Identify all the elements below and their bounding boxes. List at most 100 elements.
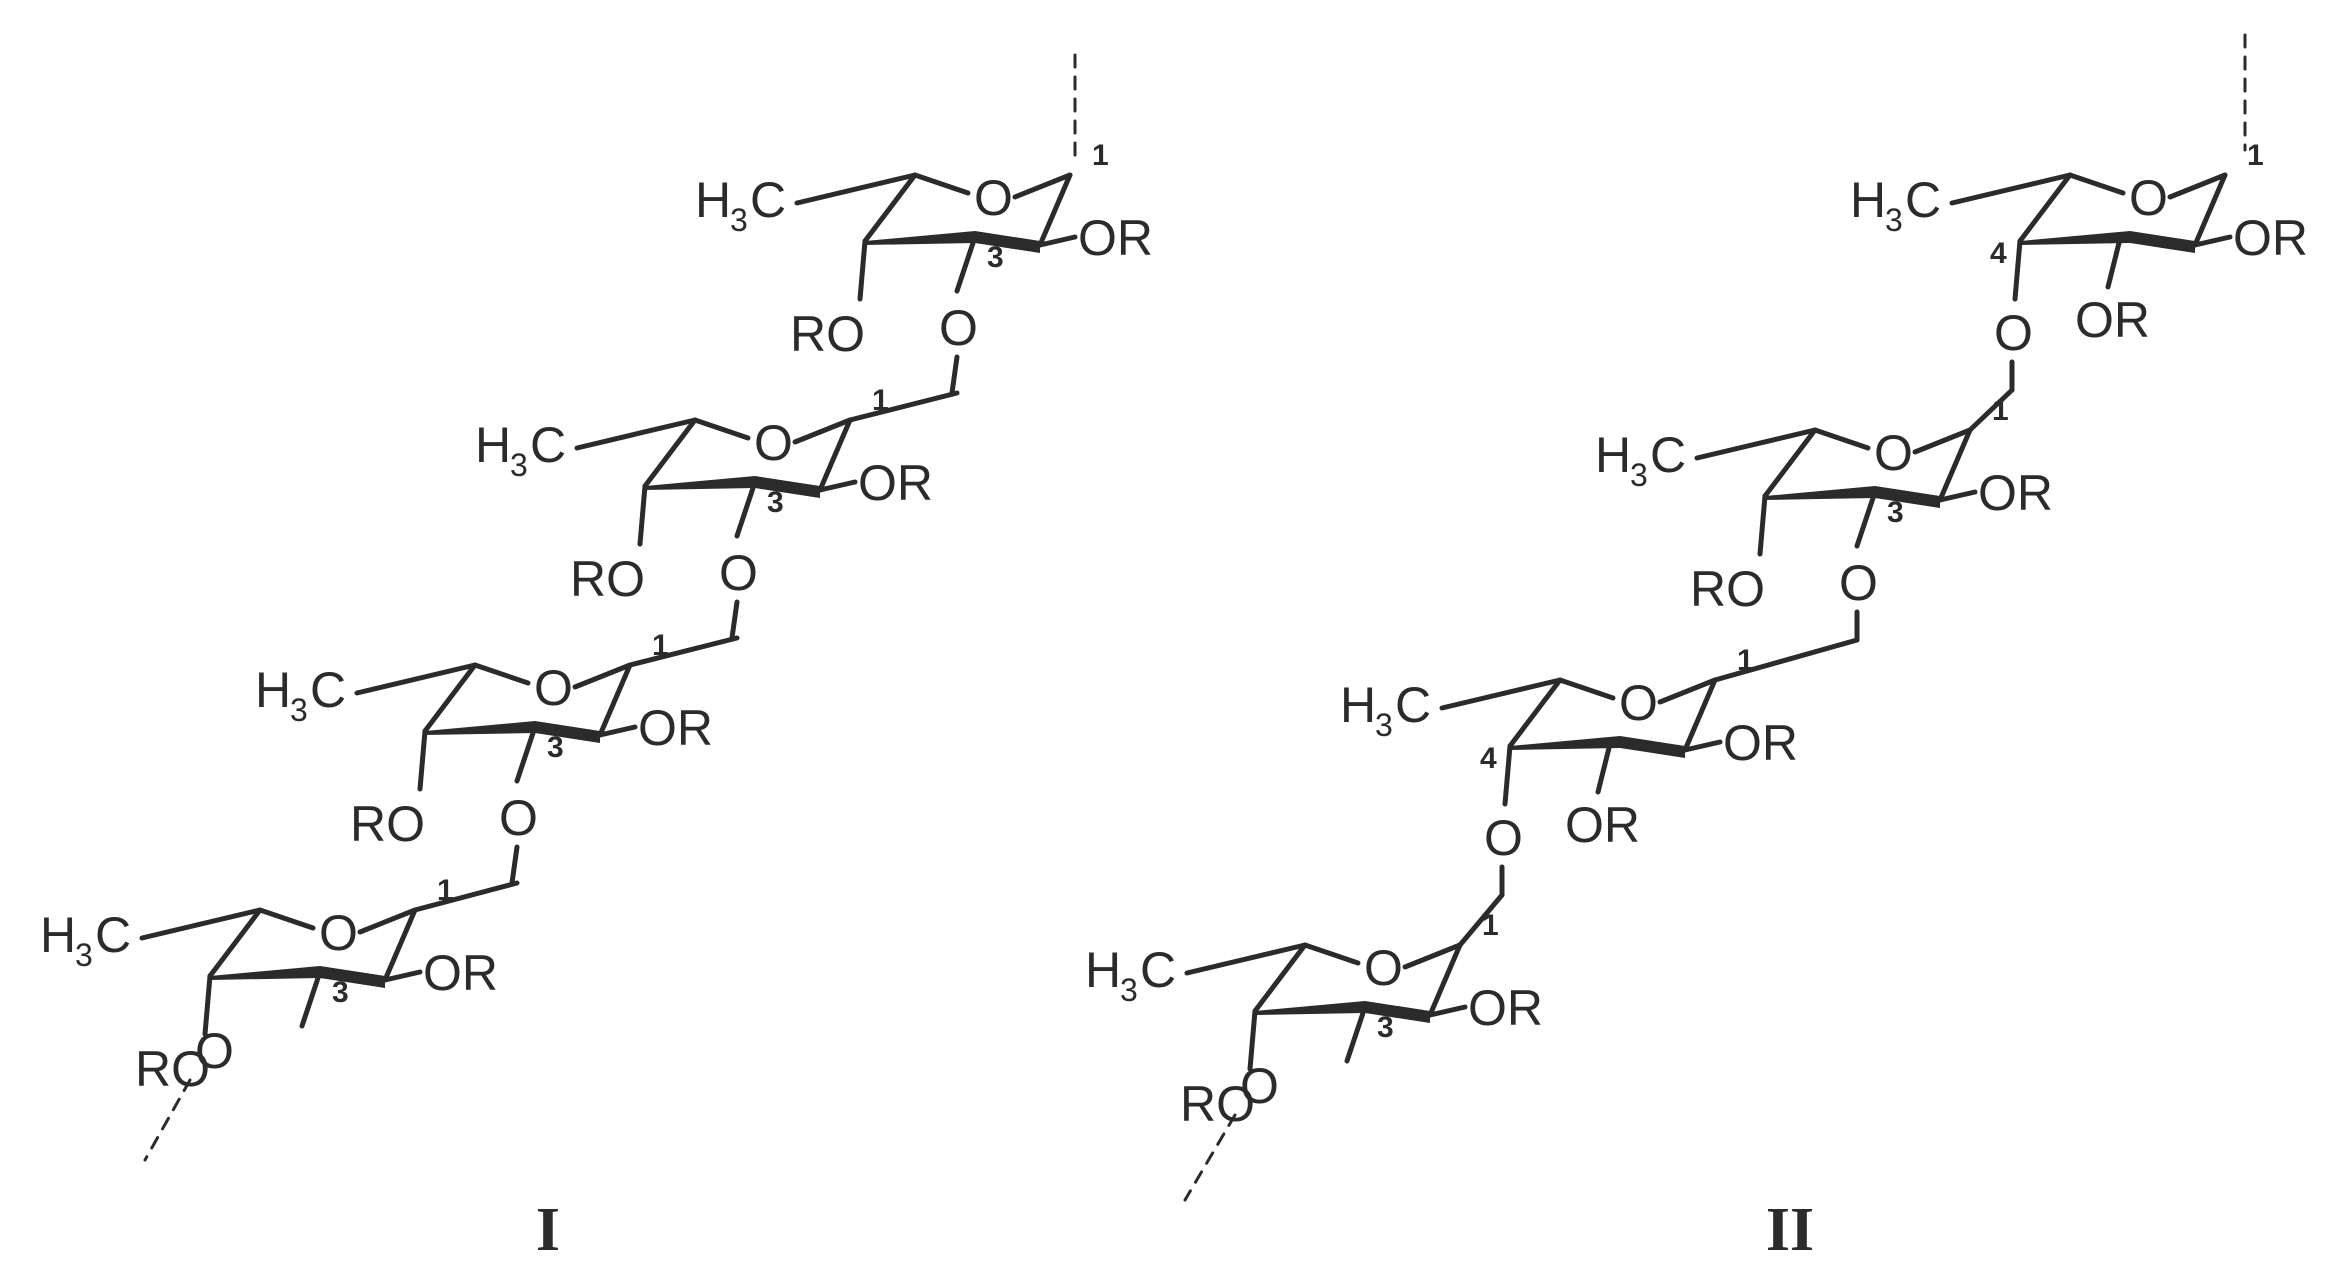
methyl-c: C [1905,172,1941,228]
ring-bond [1507,677,1563,749]
position-3: 3 [332,976,349,1009]
glycosidic-bond [509,844,520,886]
or-substituent-c4: RO [1690,561,1765,617]
or-substituent-c2: OR [423,945,498,1001]
methyl-c: C [1395,677,1431,733]
methyl-subscript: 3 [1630,457,1648,493]
c3-bond [2105,236,2123,290]
ring-bond [1037,172,1073,248]
ring-bond [1657,677,1718,705]
methyl-h: H [1085,942,1121,998]
substituent-bond [1037,234,1078,248]
glycosidic-oxygen: O [1839,555,1878,611]
methyl-bond [139,907,263,941]
c4-bond [1502,743,1513,807]
position-3: 3 [1377,1011,1394,1044]
glycosidic-bond [729,599,740,641]
ring-bond [572,662,633,690]
ring-bond [1402,942,1463,970]
position-4: 4 [1480,742,1497,775]
c4-bond [417,728,428,792]
ring-bond [642,417,698,489]
ring-oxygen: O [754,415,793,471]
ring-oxygen: O [1619,675,1658,731]
or-substituent-c2: OR [2233,210,2308,266]
or-substituent-c2: OR [1078,210,1153,266]
position-3: 3 [767,486,784,519]
ring-bond [792,417,853,445]
ring-bond [382,907,418,983]
methyl-h: H [255,662,291,718]
methyl-bond [1184,942,1308,976]
ring-oxygen: O [534,660,573,716]
or-substituent-c3: OR [1565,797,1640,853]
methyl-h: H [40,907,76,963]
linkage-bond [954,234,978,294]
ring-oxygen: O [1874,425,1913,481]
c4-bond [857,238,868,302]
linkage-bond [1854,489,1878,549]
ring-bond [2192,172,2228,248]
ring-oxygen: O [2129,170,2168,226]
position-1: 1 [1482,909,1499,942]
ring-bond [912,172,971,196]
position-4: 4 [1990,237,2007,270]
c4-bond [637,483,648,547]
ring-front-edge [1765,486,1940,508]
ring-bond [1762,427,1818,499]
methyl-c: C [95,907,131,963]
or-substituent-c4: RO [350,796,425,852]
linkage-bond [734,479,758,539]
ring-front-edge [1255,1001,1430,1023]
methyl-c: C [530,417,566,473]
ring-bond [207,907,263,979]
or-substituent-c2: OR [858,455,933,511]
ring-bond [2067,172,2126,196]
terminal-oxygen: O [1240,1058,1279,1114]
linkage-bond [1344,1004,1368,1064]
ring-bond [1682,677,1718,753]
substituent-bond [597,724,638,738]
c4-bond [2012,238,2023,302]
substituent-bond [1427,1004,1468,1018]
methyl-bond [354,662,478,696]
ring-bond [1912,427,1973,455]
glycosidic-bond [627,635,740,668]
methyl-subscript: 3 [1120,972,1138,1008]
methyl-subscript: 3 [75,937,93,973]
or-substituent-c2: OR [1723,715,1798,771]
methyl-c: C [750,172,786,228]
linkage-bond [514,724,538,784]
ring-front-edge [1510,736,1685,758]
position-1: 1 [872,384,889,417]
glycosidic-bond [949,354,960,396]
glycosidic-bond [412,880,520,913]
methyl-bond [1694,427,1818,461]
glycosidic-oxygen: O [499,790,538,846]
position-1: 1 [652,629,669,662]
methyl-c: C [1140,942,1176,998]
substituent-bond [382,969,423,983]
or-substituent-c2: OR [1468,980,1543,1036]
ring-bond [357,907,418,935]
ring-front-edge [865,231,1040,253]
or-substituent-c4: RO [135,1041,210,1097]
glycosidic-oxygen: O [1994,305,2033,361]
c4-bond [202,973,213,1037]
c4-bond [1247,1008,1258,1072]
